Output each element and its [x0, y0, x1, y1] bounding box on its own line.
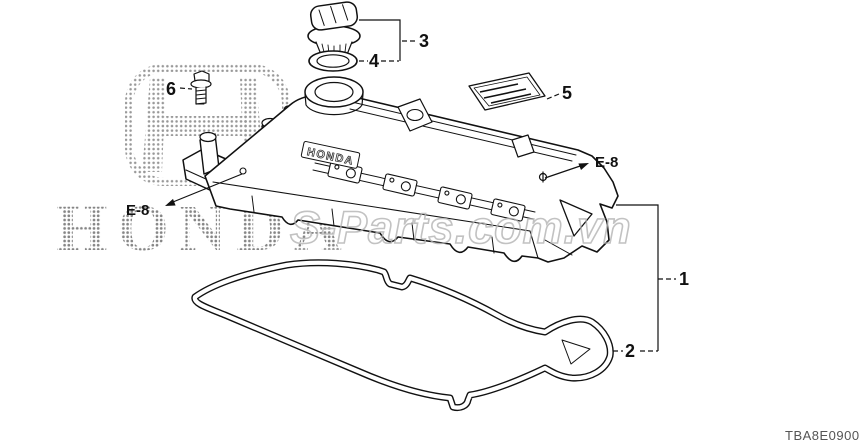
filler-neck	[304, 76, 364, 116]
cover-details	[212, 98, 593, 259]
callout-2: 2	[625, 341, 635, 361]
cap-seal	[308, 50, 358, 72]
site-watermark: S-Parts.com.vn	[290, 202, 632, 253]
callout-6: 6	[166, 79, 176, 99]
reference-e8-left: E-8	[126, 202, 149, 219]
callout-5: 5	[562, 83, 572, 103]
cover-gasket	[191, 259, 614, 412]
valve-cover: HONDA	[182, 76, 619, 263]
reference-e8-right: E-8	[595, 154, 618, 171]
mounting-bolt	[190, 70, 212, 105]
callout-1: 1	[679, 269, 689, 289]
oil-filler-cap	[307, 1, 361, 59]
diagram-code: TBA8E0900	[785, 428, 860, 443]
callout-4: 4	[369, 51, 379, 71]
callout-lines	[165, 19, 676, 352]
callout-3: 3	[419, 31, 429, 51]
caution-label	[468, 72, 546, 111]
